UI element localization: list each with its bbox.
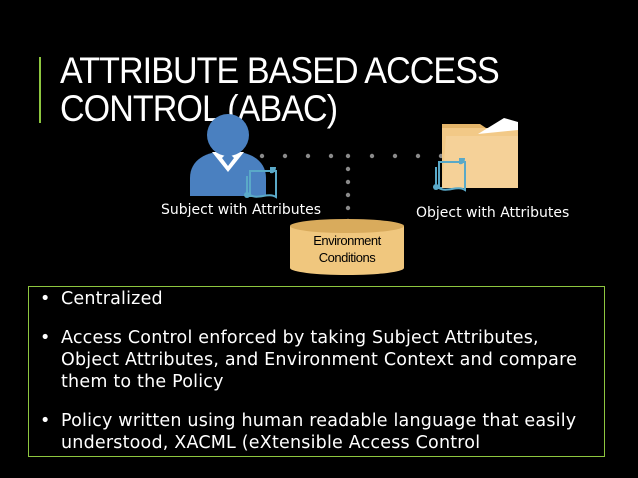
object-document-icon — [433, 158, 466, 192]
title-accent-bar — [39, 57, 41, 123]
object-label: Object with Attributes — [416, 205, 570, 221]
dotted-connector-horizontal — [259, 153, 444, 159]
environment-label: Environment Conditions — [292, 232, 402, 266]
slide-title: ATTRIBUTE BASED ACCESS CONTROL (ABAC) — [60, 50, 500, 129]
bullet-item: Centralized — [40, 288, 600, 310]
bullet-item: Access Control enforced by taking Subjec… — [40, 327, 600, 393]
slide-title-line-2: CONTROL (ABAC) — [60, 88, 338, 129]
subject-document-icon — [244, 167, 277, 199]
bullet-item: Policy written using human readable lang… — [40, 410, 600, 454]
environment-label-line-2: Conditions — [318, 250, 376, 265]
cylinder-icon — [290, 219, 404, 275]
dotted-connector-vertical — [345, 153, 351, 224]
user-icon — [190, 114, 266, 196]
environment-label-line-1: Environment — [313, 233, 381, 248]
slide-title-line-1: ATTRIBUTE BASED ACCESS — [60, 50, 500, 91]
folder-icon — [442, 118, 518, 188]
bullet-list: Centralized Access Control enforced by t… — [40, 288, 600, 471]
bullet-box — [28, 286, 605, 457]
subject-label: Subject with Attributes — [161, 202, 322, 218]
